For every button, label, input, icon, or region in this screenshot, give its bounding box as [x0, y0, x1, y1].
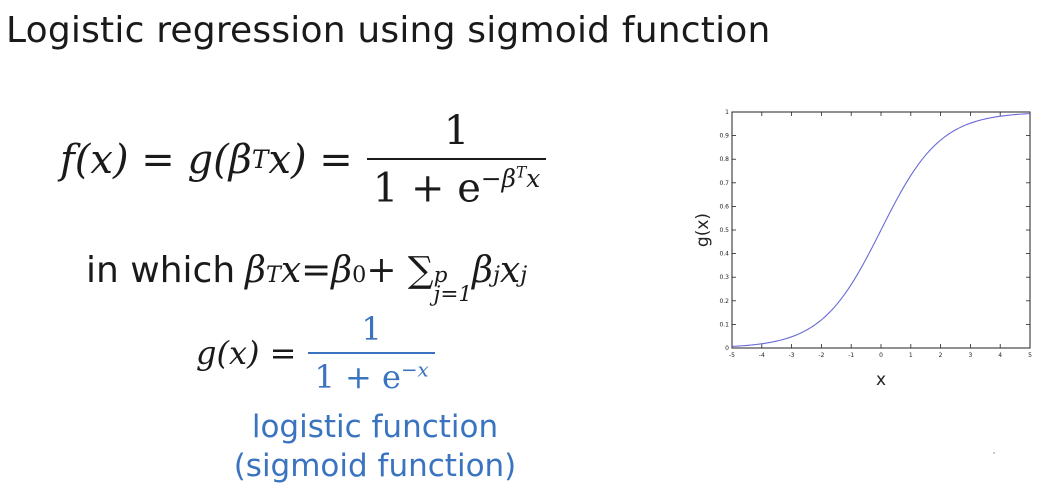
which-sum-upper: p: [433, 263, 448, 288]
which-beta-j: β: [472, 250, 493, 291]
which-sub-j: j: [492, 262, 500, 288]
main-den-exp-T: T: [516, 164, 527, 182]
sigmoid-plot: -5 -4 -3 -2 -1 0 1 2 3 4 5 0 0.1 0.2 0.3 0.4 0.5 0.6 0.7 0.…: [680, 100, 1040, 400]
x-tick-label: 0: [879, 352, 883, 359]
stray-mark: [993, 452, 995, 454]
main-den-base: 1 + e: [372, 165, 481, 212]
which-x: x: [499, 250, 521, 291]
main-fraction: 1 1 + e−βTx: [366, 108, 547, 212]
which-sum-lower: j=1: [433, 282, 473, 308]
x-tick-label: 2: [939, 352, 943, 359]
g-denominator: 1 + e−x: [308, 352, 435, 396]
x-tick-label: -2: [818, 352, 824, 359]
which-sub-j2: j: [520, 262, 528, 288]
y-tick-label: 0.4: [719, 251, 729, 258]
which-sub-0: 0: [352, 262, 367, 288]
g-den-base: 1 + e: [314, 358, 401, 396]
y-axis-label: g(x): [693, 213, 713, 247]
x-tick-label: 4: [998, 352, 1002, 359]
main-numerator: 1: [443, 108, 470, 154]
caption-line-2: (sigmoid function): [233, 448, 517, 484]
main-beta: β: [228, 136, 252, 183]
main-den-exp-x: x: [526, 164, 541, 194]
which-rest: x=β: [280, 250, 353, 291]
y-tick-label: 1: [725, 109, 729, 116]
y-tick-label: 0.6: [719, 203, 729, 210]
y-tick-label: 0.7: [719, 180, 729, 187]
y-tick-label: 0: [725, 345, 729, 352]
logistic-caption: logistic function (sigmoid function): [230, 408, 520, 486]
main-den-exp-beta: −β: [480, 164, 517, 194]
y-tick-label: 0.1: [719, 321, 729, 328]
x-tick-label: -4: [759, 352, 765, 359]
y-tick-label: 0.8: [719, 156, 729, 163]
y-tick-label: 0.9: [719, 133, 729, 140]
x-axis-label: x: [876, 370, 886, 390]
g-den-exponent: −x: [400, 358, 429, 382]
x-tick-label: 5: [1028, 352, 1032, 359]
which-text: in which: [86, 250, 236, 291]
main-den-exponent: −βTx: [481, 164, 540, 193]
x-tick-label: -1: [848, 352, 854, 359]
main-denominator: 1 + e−βTx: [366, 158, 547, 212]
x-tick-label: -3: [789, 352, 795, 359]
y-tick-label: 0.2: [719, 298, 729, 305]
which-sum: + ∑: [366, 250, 434, 291]
main-lhs: f(x) = g(: [60, 136, 229, 183]
x-tick-label: 1: [909, 352, 913, 359]
main-transpose: T: [251, 145, 269, 175]
which-beta: β: [245, 250, 266, 291]
main-x-close: x) =: [268, 136, 353, 183]
y-tick-label: 0.3: [719, 274, 729, 281]
slide-title: Logistic regression using sigmoid functi…: [6, 10, 771, 51]
caption-line-1: logistic function: [251, 409, 499, 445]
g-fraction: 1 1 + e−x: [308, 310, 435, 396]
sigmoid-chart-svg: -5 -4 -3 -2 -1 0 1 2 3 4 5 0 0.1 0.2 0.3 0.4 0.5 0.6 0.7 0.…: [693, 109, 1032, 390]
sigmoid-equation: g(x) = 1 1 + e−x: [196, 310, 435, 396]
sigmoid-curve: [731, 113, 1031, 347]
y-tick-label: 0.5: [719, 227, 729, 234]
g-lhs: g(x) =: [196, 334, 297, 372]
g-numerator: 1: [361, 310, 382, 348]
which-transpose: T: [265, 262, 281, 288]
x-tick-label: 3: [968, 352, 972, 359]
x-tick-label: -5: [729, 352, 735, 359]
